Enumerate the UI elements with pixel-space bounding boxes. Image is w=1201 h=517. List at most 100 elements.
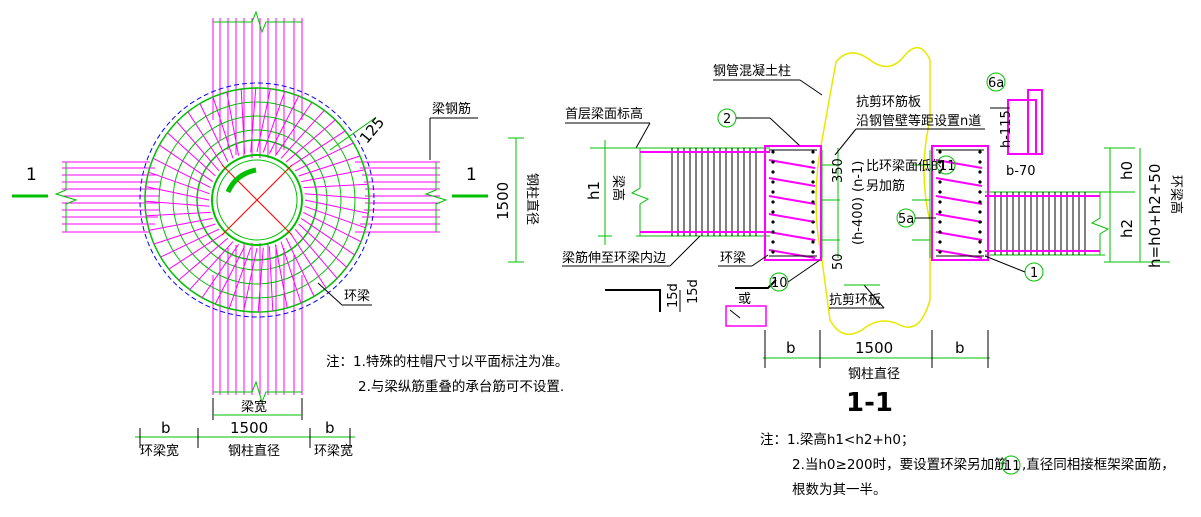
drawing-line <box>935 213 983 223</box>
rebar-dot <box>771 240 775 244</box>
h-formula-label: h=h0+h2+50 <box>1146 164 1164 268</box>
plan-view: 1 1 <box>12 10 568 459</box>
angle-label: 125 <box>356 113 388 147</box>
rebar-dot <box>811 160 815 164</box>
drawing-line <box>148 171 210 195</box>
drawing-line <box>159 144 213 183</box>
ring-beam-height-label: 环梁高 <box>1168 175 1184 214</box>
rebar-dot <box>978 160 982 164</box>
drawing-line <box>303 183 368 189</box>
note-callout-11-text: 11 <box>1004 459 1021 474</box>
drawing-line <box>160 228 220 258</box>
horizontal-beam-rebars <box>54 161 448 233</box>
drawing-line <box>298 223 347 268</box>
drawing-line <box>153 223 216 245</box>
left-beam-break <box>630 148 650 236</box>
drawing-line <box>304 199 369 214</box>
right-note-4: 根数为其一半。 <box>792 482 887 498</box>
rebar-dot <box>811 170 815 174</box>
drawing-line <box>152 157 211 189</box>
right-ring-beam <box>931 145 989 261</box>
vdim-value: 1500 <box>494 182 512 220</box>
ring-beam-label: 环梁 <box>344 289 370 304</box>
rebar-dot <box>938 180 942 184</box>
drawing-line <box>285 119 336 163</box>
drawing-line <box>303 211 362 243</box>
drawing-line <box>285 237 315 297</box>
rebar-dot <box>811 180 815 184</box>
rebar-dot <box>978 170 982 174</box>
tube-axis-diag-2 <box>221 164 293 236</box>
h2-label: h2 <box>1118 219 1136 238</box>
drawing-line <box>262 91 286 153</box>
rebar-dot <box>811 250 815 254</box>
dim-1500: 1500 <box>230 419 268 437</box>
radial-stirrups <box>144 87 370 313</box>
rebar-dot <box>938 250 942 254</box>
ring-top-low-label: 比环梁面低的 <box>866 158 944 174</box>
callout-6a <box>986 72 1006 92</box>
left-ring-beam-rebars <box>768 149 817 259</box>
dim-400: (h-400) <box>851 197 866 245</box>
drawing-line <box>228 247 252 309</box>
drawing-line <box>768 177 816 187</box>
dim-n1: (n-1) <box>851 161 866 192</box>
rebar-dot <box>978 150 982 154</box>
right-beam-break <box>1090 192 1110 255</box>
first-floor-label: 首层梁面标高 <box>565 106 643 122</box>
drawing-line <box>768 231 816 241</box>
extra-rebar-label: 另加筋 <box>866 178 905 194</box>
sec-dim-b-left: b <box>786 339 796 357</box>
ring-beam-label-r: 环梁 <box>720 251 746 266</box>
rebar-dot <box>811 230 815 234</box>
drawing-line <box>304 205 366 229</box>
drawing-line <box>145 186 210 201</box>
ring-beam-rebar-ring-2 <box>158 101 356 299</box>
section-title: 1-1 <box>846 388 893 418</box>
hook-15d-a-label: 15d <box>666 283 681 308</box>
beam-height-label: 梁高 <box>610 175 626 201</box>
drawing-line <box>768 195 816 205</box>
rebar-dot <box>938 160 942 164</box>
rebar-dot <box>811 210 815 214</box>
drawing-line <box>294 142 354 172</box>
drawing-line <box>212 96 234 159</box>
hook-15d-b-label: 15d <box>686 279 701 304</box>
callout-1-text: 1 <box>1030 266 1038 281</box>
callout-6a-text: 6a <box>988 76 1004 91</box>
ring-beam-rebar-inner <box>196 139 318 261</box>
rebar-dot <box>978 220 982 224</box>
dim-50: 50 <box>831 253 846 270</box>
drawing-line <box>250 87 257 153</box>
shear-ring-sub: 沿钢管壁等距设置n道 <box>856 113 981 129</box>
rebar-dot <box>811 150 815 154</box>
steel-tube-outer <box>211 154 303 246</box>
rebar-dot <box>771 180 775 184</box>
rebar-dot <box>938 230 942 234</box>
drawing-line <box>274 244 288 308</box>
drawing-line <box>935 159 983 169</box>
drawing-line <box>199 103 229 163</box>
beam-rebar-extend-label: 梁筋伸至环梁内边 <box>562 250 666 266</box>
note-callout-11 <box>1001 455 1021 475</box>
drawing-line <box>290 233 327 289</box>
drawing-line <box>149 217 213 231</box>
section-cut-left-label: 1 <box>26 165 37 185</box>
drawing-line <box>189 241 234 290</box>
drawing-line <box>298 155 361 177</box>
rebar-dot <box>978 240 982 244</box>
rebar-dot <box>938 210 942 214</box>
dim-label-left: 环梁宽 <box>140 443 179 459</box>
angle-leader <box>329 117 376 151</box>
section-view: 钢管混凝土柱 350 (h-400) <box>562 46 1184 498</box>
ring-beam-rebar-outer <box>144 87 370 313</box>
drawing-line <box>768 213 816 223</box>
left-ring-beam <box>764 145 822 261</box>
rebar-dot <box>771 230 775 234</box>
rebar-dot <box>978 230 982 234</box>
dim-350: 350 <box>831 158 846 183</box>
rebar-dot <box>978 180 982 184</box>
rebar-dot <box>938 240 942 244</box>
drawing-line <box>301 217 355 256</box>
